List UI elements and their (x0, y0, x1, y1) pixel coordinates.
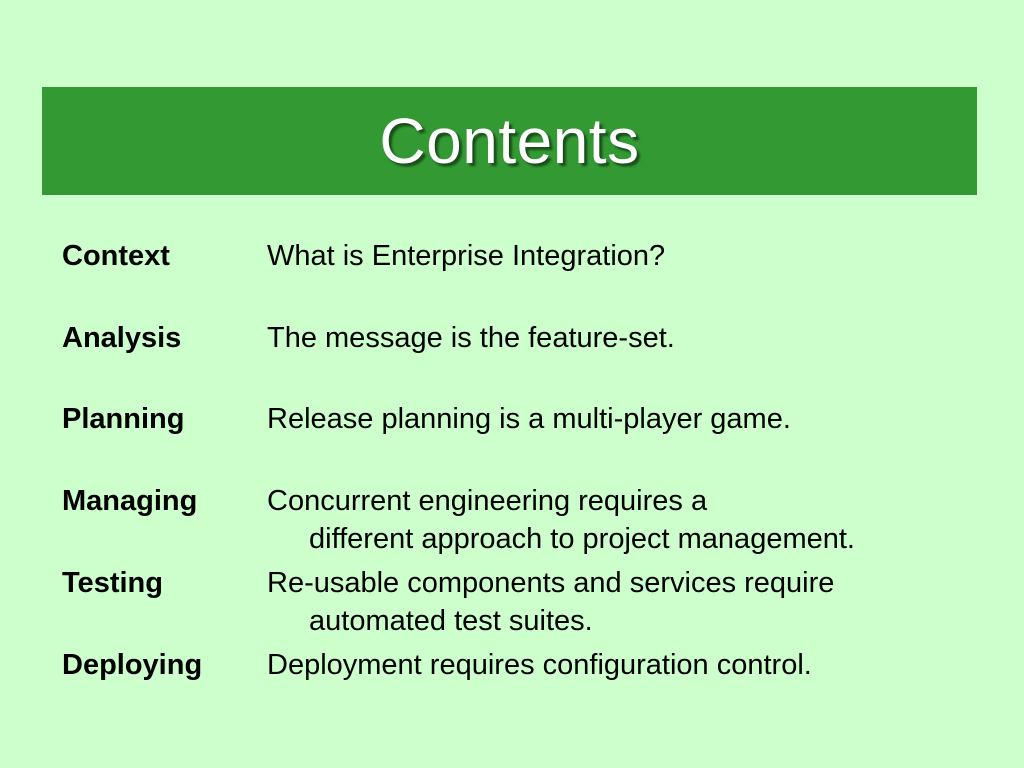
item-description: Re-usable components and services requir… (267, 564, 982, 640)
slide-title: Contents (379, 105, 640, 177)
item-description-line: What is Enterprise Integration? (267, 240, 666, 272)
item-label: Managing (62, 485, 198, 517)
item-label: Context (62, 240, 170, 272)
item-description: The message is the feature-set. (267, 319, 982, 357)
item-description-continuation: different approach to project management… (309, 523, 855, 555)
item-description-continuation: automated test suites. (309, 605, 593, 637)
item-label: Testing (62, 567, 163, 599)
item-description: Release planning is a multi-player game. (267, 400, 982, 438)
item-description-line: Release planning is a multi-player game. (267, 403, 791, 435)
item-label: Deploying (62, 649, 203, 681)
item-description-line: Concurrent engineering requires a (267, 485, 708, 517)
title-bar: Contents (42, 87, 977, 195)
item-description-line: The message is the feature-set. (267, 322, 675, 354)
item-description: What is Enterprise Integration? (267, 237, 982, 275)
item-description-line: Re-usable components and services requir… (267, 567, 835, 599)
item-description: Deployment requires configuration contro… (267, 646, 982, 684)
item-description: Concurrent engineering requires a differ… (267, 482, 982, 558)
item-label: Planning (62, 403, 185, 435)
item-label: Analysis (62, 322, 182, 354)
item-description-line: Deployment requires configuration contro… (267, 649, 812, 681)
